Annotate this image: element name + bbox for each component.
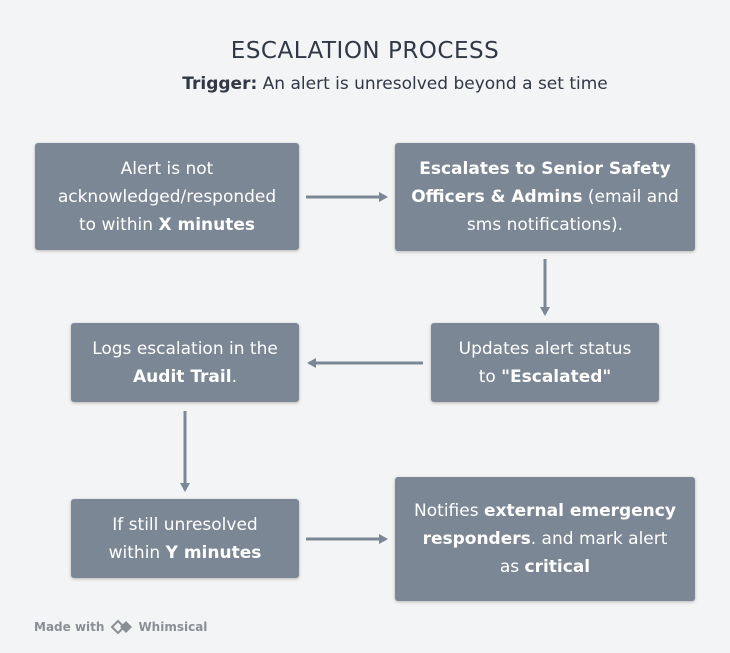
- made-with-footer[interactable]: Made with Whimsical: [34, 619, 207, 635]
- step3-line2-bold: "Escalated": [501, 366, 612, 387]
- step1-line2: acknowledged/responded: [57, 186, 277, 207]
- whimsical-brand-text: Whimsical: [138, 620, 208, 634]
- step6-line1-text: Notifies: [414, 501, 484, 521]
- step5-line2-text: within: [108, 542, 166, 563]
- trigger-label: Trigger:: [182, 74, 258, 94]
- step5-line1: If still unresolved: [112, 514, 258, 535]
- step6-line2-text: . and mark alert: [530, 529, 668, 549]
- step-updates-status: Updates alert status to "Escalated": [431, 323, 659, 402]
- step-escalates: Escalates to Senior Safety Officers & Ad…: [395, 143, 695, 251]
- step3-line2-text: to: [478, 366, 502, 387]
- step1-line3-text: to within: [79, 214, 159, 235]
- step6-line3-bold: critical: [524, 557, 591, 577]
- step-still-unresolved: If still unresolved within Y minutes: [71, 499, 299, 578]
- whimsical-logo-icon: [111, 619, 133, 635]
- step3-line1: Updates alert status: [458, 338, 632, 359]
- step1-line3: to within X minutes: [58, 211, 276, 239]
- step-logs-audit-trail: Logs escalation in the Audit Trail.: [71, 323, 299, 402]
- step6-line1-bold: external emergency: [483, 501, 676, 521]
- made-with-text: Made with: [34, 620, 105, 634]
- step5-line2-bold: Y minutes: [165, 542, 262, 563]
- step2-line1-bold: Escalates to Senior Safety: [419, 159, 671, 179]
- step2-line2-text: (email and: [582, 187, 679, 207]
- step1-line1: Alert is not: [120, 158, 214, 179]
- step2-line2-bold: Officers & Admins: [411, 187, 583, 207]
- step6-line2-bold: responders: [422, 529, 531, 549]
- step4-line1: Logs escalation in the: [92, 338, 278, 359]
- step-not-acknowledged: Alert is not acknowledged/responded to w…: [35, 143, 299, 250]
- diagram-title: ESCALATION PROCESS: [230, 38, 500, 64]
- trigger-line: Trigger: An alert is unresolved beyond a…: [0, 74, 730, 94]
- step-notifies-responders: Notifies external emergency responders. …: [395, 477, 695, 601]
- step6-line3-text: as: [499, 557, 525, 577]
- step1-line3-bold: X minutes: [158, 214, 255, 235]
- step2-line3: sms notifications).: [466, 215, 624, 235]
- step4-line2-text: .: [231, 366, 237, 387]
- trigger-text: An alert is unresolved beyond a set time: [257, 74, 608, 94]
- step4-line2-bold: Audit Trail: [133, 366, 232, 387]
